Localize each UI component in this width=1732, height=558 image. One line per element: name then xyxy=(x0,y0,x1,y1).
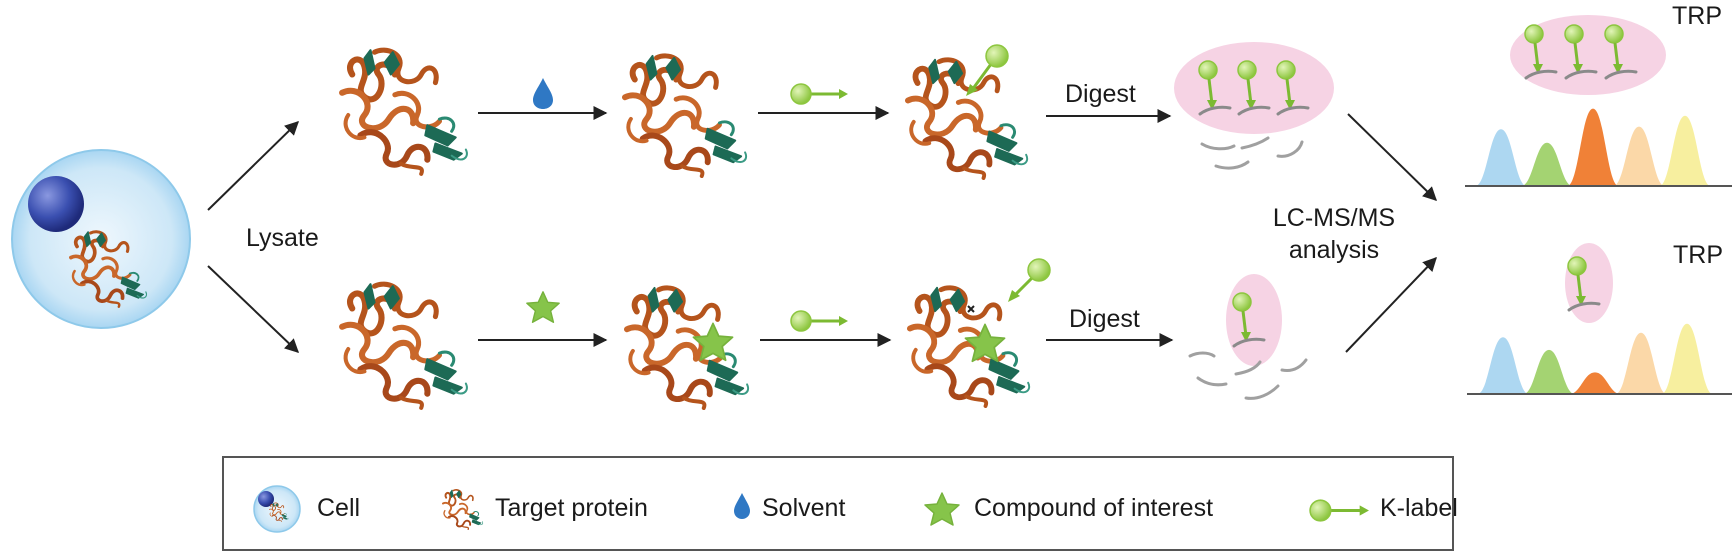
lysate-arrows xyxy=(207,121,300,353)
chromatogram-peak xyxy=(1521,142,1573,186)
target-protein-icon xyxy=(908,60,1027,178)
target-protein-icon xyxy=(910,288,1029,406)
k-label-icon xyxy=(789,309,849,333)
target-protein-icon xyxy=(625,56,746,176)
legend-icons xyxy=(253,485,1370,533)
lcms-label-line1: LC-MS/MS xyxy=(1272,204,1396,232)
k-label-bound-icon xyxy=(966,44,1009,96)
lcms-arrows xyxy=(1345,113,1438,353)
labeled-peptides-top xyxy=(1174,42,1334,170)
labeled-peptides-bottom xyxy=(1188,274,1308,400)
lcms-label-line2: analysis xyxy=(1288,236,1380,264)
chromatogram-peak xyxy=(1661,323,1713,394)
trp-bottom xyxy=(1565,243,1613,323)
legend-k-label-label: K-label xyxy=(1380,494,1458,522)
legend xyxy=(222,456,1454,551)
target-protein-icon xyxy=(627,288,748,408)
cell-icon xyxy=(11,149,191,329)
trp-label-bottom: TRP xyxy=(1673,241,1723,269)
chromatogram-peak xyxy=(1613,126,1665,186)
legend-cell-label: Cell xyxy=(317,494,361,522)
chromatogram-peak xyxy=(1569,372,1621,394)
chromatogram-peak xyxy=(1659,115,1711,186)
trp-top xyxy=(1510,15,1666,95)
k-label-icon xyxy=(789,82,849,106)
digest-label-bottom: Digest xyxy=(1069,305,1140,333)
chromatogram-bottom xyxy=(1467,323,1732,395)
chromatogram-peak xyxy=(1567,108,1619,186)
legend-target-protein-label: Target protein xyxy=(495,494,648,522)
chromatogram-peak xyxy=(1615,332,1667,394)
legend-solvent-label: Solvent xyxy=(762,494,846,522)
solvent-drop-icon xyxy=(533,78,553,109)
lysate-label: Lysate xyxy=(246,224,319,252)
chromatogram-peak xyxy=(1475,129,1527,186)
target-protein-icon xyxy=(342,284,467,408)
trp-label-top: TRP xyxy=(1672,2,1722,30)
lcms-label: LC-MS/MS analysis xyxy=(1249,202,1419,266)
chromatogram-peak xyxy=(1523,349,1575,394)
solvent-drop-icon xyxy=(734,493,750,519)
cell-icon xyxy=(253,485,301,533)
chromatogram-peak xyxy=(1477,337,1529,394)
bottom-row xyxy=(342,258,1308,408)
top-row xyxy=(342,42,1334,178)
chromatogram-top xyxy=(1465,108,1732,187)
legend-compound-label: Compound of interest xyxy=(974,494,1214,522)
k-label-blocked-icon xyxy=(967,258,1051,313)
digest-label-top: Digest xyxy=(1065,80,1136,108)
target-protein-icon xyxy=(342,50,467,174)
compound-star-icon xyxy=(526,291,560,323)
